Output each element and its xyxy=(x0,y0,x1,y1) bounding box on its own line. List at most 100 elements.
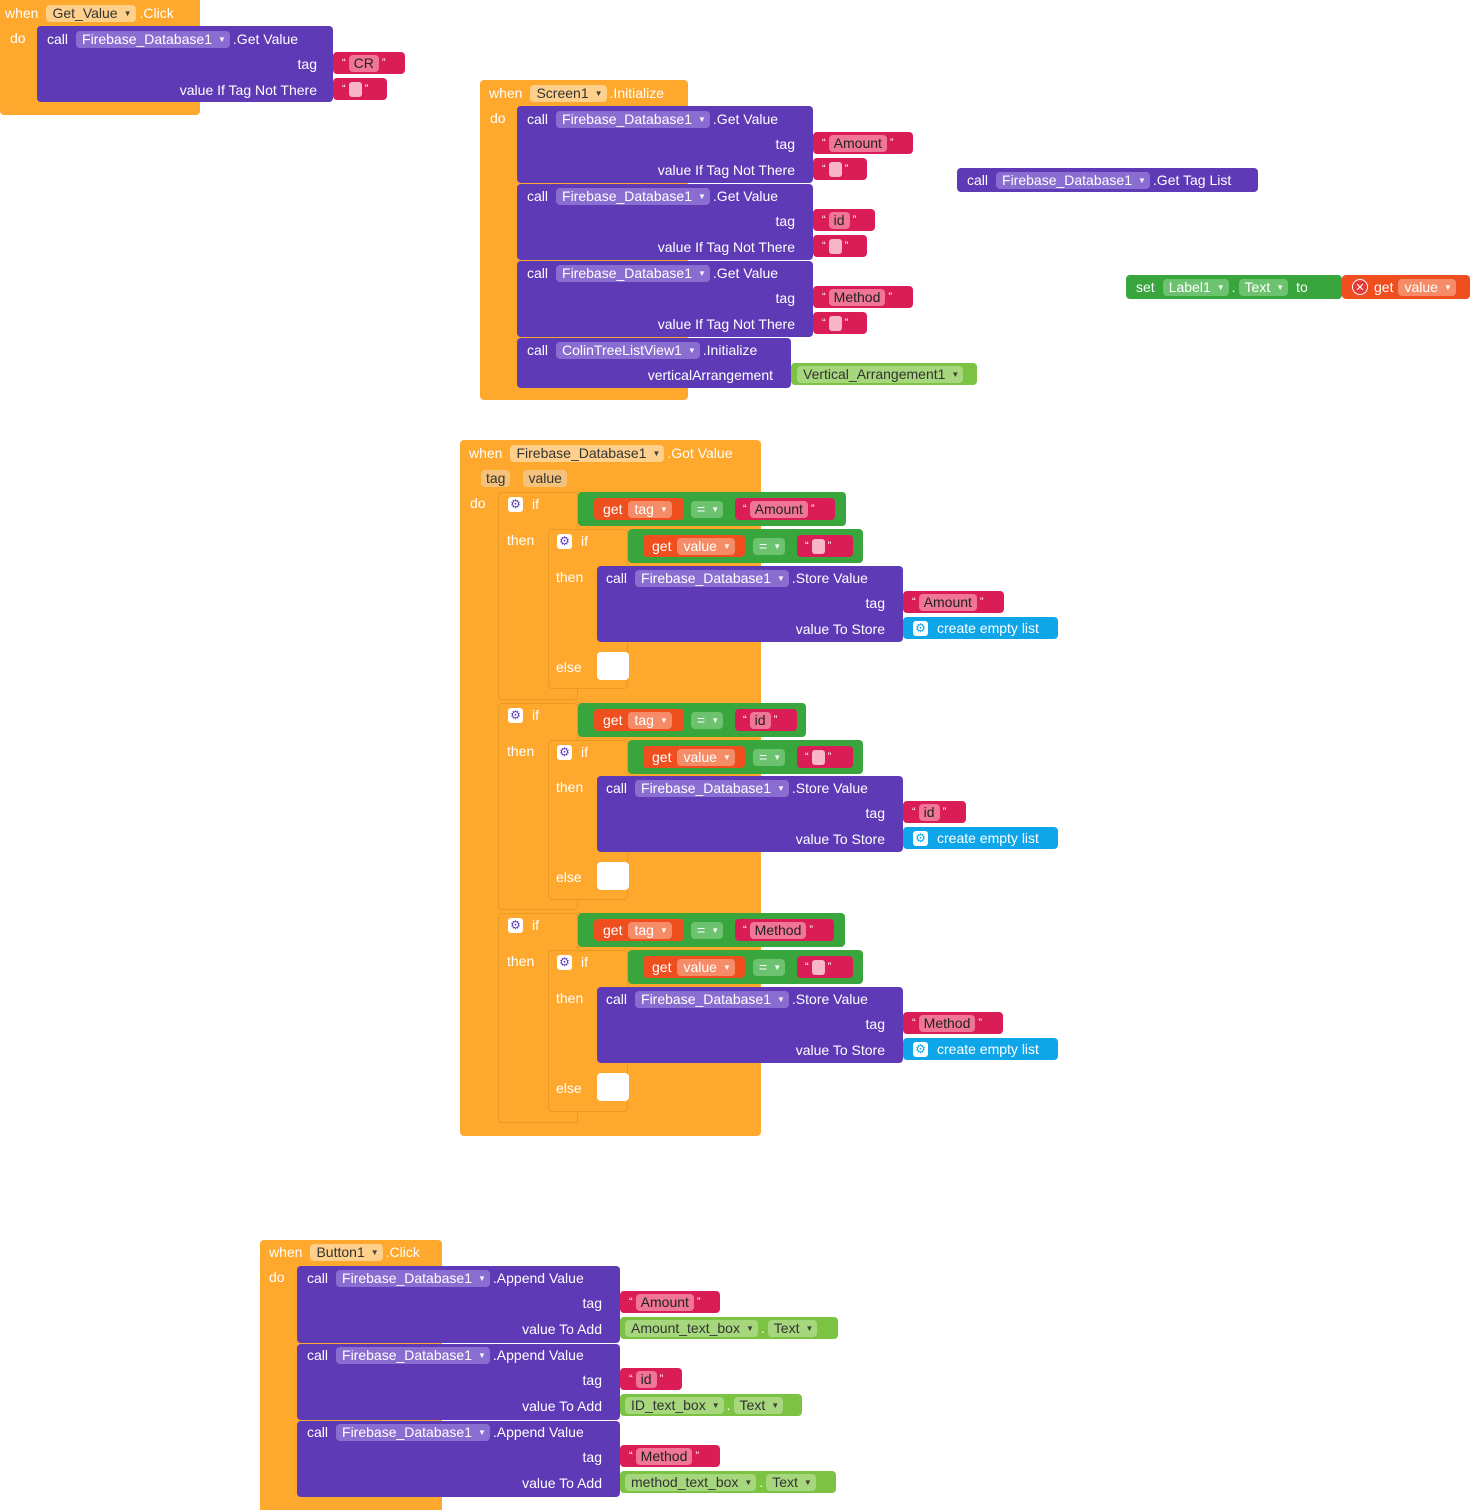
string-block[interactable]: “Amount” xyxy=(813,132,913,154)
string-value[interactable]: Amount xyxy=(828,134,887,152)
string-value[interactable]: Method xyxy=(828,288,886,306)
empty-else-slot[interactable] xyxy=(597,652,629,680)
component-block[interactable]: Vertical_Arrangement1▼ xyxy=(791,363,977,385)
string-value[interactable]: Amount xyxy=(635,1293,694,1311)
string-block[interactable]: “Method” xyxy=(813,286,913,308)
empty-else-slot[interactable] xyxy=(597,1073,629,1101)
string-block[interactable]: “” xyxy=(813,312,867,334)
component-text-block[interactable]: Amount_text_box▼ . Text▼ xyxy=(620,1317,838,1339)
operator-dropdown[interactable]: =▼ xyxy=(691,711,724,729)
string-value[interactable]: Method xyxy=(635,1447,693,1465)
variable-dropdown[interactable]: value▼ xyxy=(677,537,735,555)
string-block[interactable]: “” xyxy=(797,746,853,768)
variable-dropdown[interactable]: tag▼ xyxy=(628,921,672,939)
operator-dropdown[interactable]: =▼ xyxy=(753,958,786,976)
string-block[interactable]: “id” xyxy=(735,709,797,731)
string-value[interactable]: id xyxy=(828,211,850,229)
variable-dropdown[interactable]: value▼ xyxy=(677,958,735,976)
component-dropdown[interactable]: Firebase_Database1▼ xyxy=(556,264,710,282)
gear-icon[interactable]: ⚙ xyxy=(508,917,523,933)
component-dropdown[interactable]: Firebase_Database1▼ xyxy=(635,990,789,1008)
empty-string[interactable] xyxy=(811,959,825,975)
get-tag-block[interactable]: get tag▼ xyxy=(594,919,684,941)
string-value[interactable]: CR xyxy=(348,54,379,72)
component-dropdown[interactable]: Firebase_Database1▼ xyxy=(635,569,789,587)
gear-icon[interactable]: ⚙ xyxy=(913,830,928,846)
empty-else-slot[interactable] xyxy=(597,862,629,890)
string-block[interactable]: “CR” xyxy=(333,52,405,74)
string-block[interactable]: “Amount” xyxy=(620,1291,720,1313)
operator-dropdown[interactable]: =▼ xyxy=(753,748,786,766)
string-block[interactable]: “” xyxy=(797,956,853,978)
string-block[interactable]: “id” xyxy=(903,801,966,823)
property-dropdown[interactable]: Text▼ xyxy=(1238,278,1289,296)
component-dropdown[interactable]: Get_Value▼ xyxy=(46,4,136,22)
error-icon[interactable]: ✕ xyxy=(1352,279,1368,295)
string-value[interactable]: Amount xyxy=(749,500,808,518)
gear-icon[interactable]: ⚙ xyxy=(557,744,572,760)
get-value-block[interactable]: get value▼ xyxy=(643,956,745,978)
empty-string[interactable] xyxy=(811,538,825,554)
empty-string[interactable] xyxy=(811,749,825,765)
component-dropdown[interactable]: method_text_box▼ xyxy=(625,1473,757,1491)
gear-icon[interactable]: ⚙ xyxy=(508,707,523,723)
variable-dropdown[interactable]: value▼ xyxy=(677,748,735,766)
get-tag-block[interactable]: get tag▼ xyxy=(594,498,684,520)
empty-string[interactable] xyxy=(828,161,842,177)
string-value[interactable]: Amount xyxy=(918,593,977,611)
property-dropdown[interactable]: Text▼ xyxy=(766,1473,816,1491)
string-block[interactable]: “” xyxy=(813,158,867,180)
string-value[interactable]: Method xyxy=(749,921,807,939)
component-dropdown[interactable]: Firebase_Database1▼ xyxy=(635,779,789,797)
component-dropdown[interactable]: Firebase_Database1▼ xyxy=(336,1423,490,1441)
string-block[interactable]: “Method” xyxy=(735,919,834,941)
string-value[interactable]: id xyxy=(749,711,771,729)
component-text-block[interactable]: method_text_box▼ . Text▼ xyxy=(620,1471,836,1493)
param-value[interactable]: value xyxy=(523,469,567,487)
component-dropdown[interactable]: Screen1▼ xyxy=(530,84,607,102)
component-dropdown[interactable]: Vertical_Arrangement1▼ xyxy=(797,365,964,383)
set-label-text[interactable]: set Label1▼ . Text▼ to xyxy=(1126,275,1342,299)
gear-icon[interactable]: ⚙ xyxy=(557,954,572,970)
component-text-block[interactable]: ID_text_box▼ . Text▼ xyxy=(620,1394,802,1416)
component-dropdown[interactable]: Firebase_Database1▼ xyxy=(336,1346,490,1364)
call-get-tag-list[interactable]: call Firebase_Database1▼ .Get Tag List xyxy=(957,168,1258,192)
string-block[interactable]: “” xyxy=(813,235,867,257)
get-value-block[interactable]: get value▼ xyxy=(643,535,745,557)
param-tag[interactable]: tag xyxy=(481,469,511,487)
create-empty-list-block[interactable]: ⚙ create empty list xyxy=(903,827,1058,849)
component-dropdown[interactable]: ColinTreeListView1▼ xyxy=(556,341,700,359)
create-empty-list-block[interactable]: ⚙ create empty list xyxy=(903,617,1058,639)
gear-icon[interactable]: ⚙ xyxy=(508,496,523,512)
string-value[interactable]: id xyxy=(918,803,940,821)
component-dropdown[interactable]: Firebase_Database1▼ xyxy=(996,171,1150,189)
string-block[interactable]: “Amount” xyxy=(903,591,1004,613)
gear-icon[interactable]: ⚙ xyxy=(557,533,572,549)
gear-icon[interactable]: ⚙ xyxy=(913,620,928,636)
get-value-block[interactable]: get value▼ xyxy=(643,746,745,768)
get-value-block[interactable]: ✕ get value▼ xyxy=(1342,275,1470,299)
empty-string[interactable] xyxy=(828,315,842,331)
component-dropdown[interactable]: Firebase_Database1▼ xyxy=(510,444,665,462)
operator-dropdown[interactable]: =▼ xyxy=(691,500,724,518)
string-block[interactable]: “id” xyxy=(620,1368,682,1390)
string-value[interactable]: id xyxy=(635,1370,657,1388)
operator-dropdown[interactable]: =▼ xyxy=(753,537,786,555)
component-dropdown[interactable]: Amount_text_box▼ xyxy=(625,1319,758,1337)
gear-icon[interactable]: ⚙ xyxy=(913,1041,928,1057)
string-block[interactable]: “id” xyxy=(813,209,875,231)
create-empty-list-block[interactable]: ⚙ create empty list xyxy=(903,1038,1058,1060)
operator-dropdown[interactable]: =▼ xyxy=(691,921,724,939)
string-value[interactable]: Method xyxy=(918,1014,976,1032)
property-dropdown[interactable]: Text▼ xyxy=(767,1319,818,1337)
component-dropdown[interactable]: Firebase_Database1▼ xyxy=(556,187,710,205)
empty-string[interactable] xyxy=(828,238,842,254)
string-block[interactable]: “Amount” xyxy=(735,498,835,520)
string-block[interactable]: “” xyxy=(333,78,387,100)
component-dropdown[interactable]: Firebase_Database1▼ xyxy=(336,1269,490,1287)
string-block[interactable]: “Method” xyxy=(903,1012,1003,1034)
string-block[interactable]: “” xyxy=(797,535,853,557)
string-block[interactable]: “Method” xyxy=(620,1445,720,1467)
variable-dropdown[interactable]: tag▼ xyxy=(628,711,672,729)
component-dropdown[interactable]: Firebase_Database1▼ xyxy=(76,30,230,48)
